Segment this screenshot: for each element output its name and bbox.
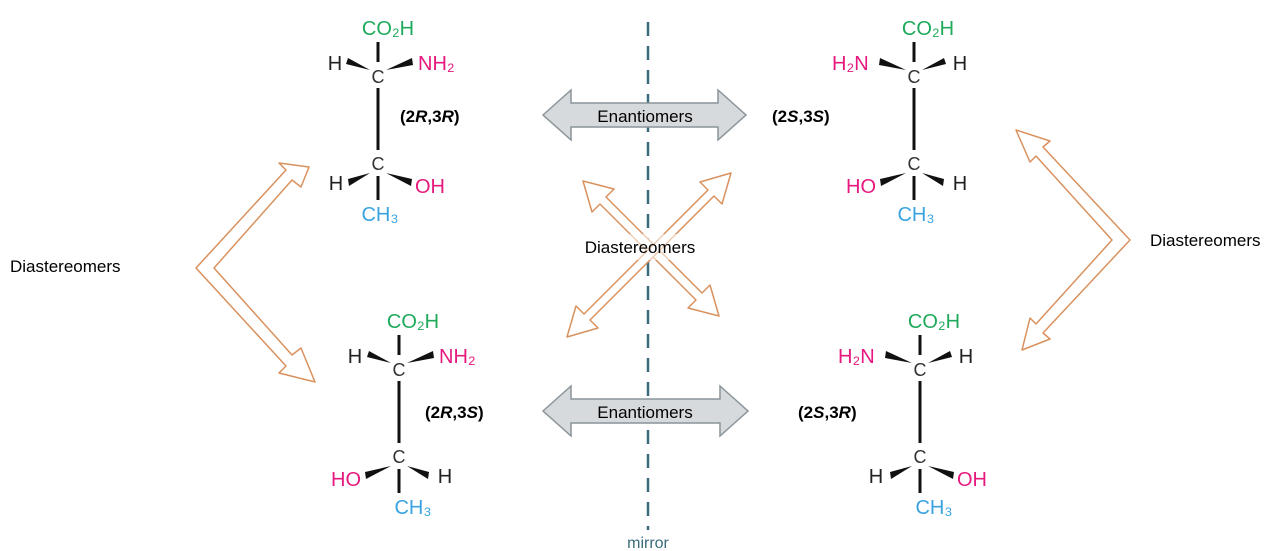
config-2S3R: (2S,3R) bbox=[798, 403, 857, 422]
enantiomer-arrow-bottom bbox=[541, 384, 750, 438]
wedge-bond-h-c3 bbox=[348, 173, 370, 186]
hydrogen-c2: H bbox=[959, 346, 973, 368]
carbon-c2: C bbox=[908, 67, 921, 87]
hydrogen-c3: H bbox=[953, 173, 967, 195]
molecule-2S3R: CO₂H C H₂N H C H OH CH₃ bbox=[838, 311, 987, 519]
wedge-bond-h-c2 bbox=[928, 351, 952, 363]
molecule-2R3R: CO₂H C H NH₂ C H OH CH₃ bbox=[328, 18, 455, 226]
hydrogen-c3: H bbox=[869, 466, 883, 488]
hydroxyl-group: OH bbox=[415, 176, 445, 198]
carbon-c3: C bbox=[914, 447, 927, 467]
carboxyl-group: CO₂H bbox=[902, 18, 954, 40]
carbon-c3: C bbox=[908, 154, 921, 174]
carboxyl-group: CO₂H bbox=[362, 18, 414, 40]
wedge-bond-oh bbox=[928, 466, 954, 479]
methyl-group: CH₃ bbox=[394, 497, 431, 519]
diastereomer-label-center: Diastereomers bbox=[585, 238, 696, 257]
diastereomer-label-left: Diastereomers bbox=[10, 257, 121, 276]
wedge-bond-h-c3 bbox=[890, 466, 912, 479]
wedge-bond-h-c3 bbox=[922, 173, 944, 186]
carbon-c3: C bbox=[372, 154, 385, 174]
hydrogen-c3: H bbox=[329, 173, 343, 195]
hydroxyl-group: HO bbox=[846, 176, 876, 198]
hydrogen-c2: H bbox=[953, 53, 967, 75]
wedge-bond-h-c2 bbox=[367, 351, 391, 363]
carbon-c2: C bbox=[914, 360, 927, 380]
wedge-bond-oh bbox=[365, 466, 391, 479]
diastereomer-cross-arrows bbox=[566, 172, 732, 338]
molecule-2R3S: CO₂H C H NH₂ C HO H CH₃ bbox=[331, 311, 476, 519]
wedge-bond-oh bbox=[880, 173, 906, 186]
amino-group: NH₂ bbox=[439, 346, 476, 368]
hydrogen-c2: H bbox=[328, 53, 342, 75]
carboxyl-group: CO₂H bbox=[908, 311, 960, 333]
wedge-bond-nh2 bbox=[386, 58, 413, 70]
diastereomer-arrow-right bbox=[1015, 129, 1131, 351]
molecule-2S3S: CO₂H C H₂N H C HO H CH₃ bbox=[832, 18, 967, 226]
hydrogen-c3: H bbox=[438, 466, 452, 488]
methyl-group: CH₃ bbox=[915, 497, 952, 519]
amino-group: H₂N bbox=[832, 53, 869, 75]
hydroxyl-group: OH bbox=[957, 469, 987, 491]
wedge-bond-h-c2 bbox=[346, 58, 370, 70]
carbon-c2: C bbox=[393, 360, 406, 380]
wedge-bond-nh2 bbox=[407, 351, 434, 363]
enantiomer-label-bottom: Enantiomers bbox=[597, 403, 692, 422]
config-2R3R: (2R,3R) bbox=[400, 107, 460, 126]
hydroxyl-group: HO bbox=[331, 469, 361, 491]
wedge-bond-nh2 bbox=[879, 58, 906, 70]
diastereomer-label-right: Diastereomers bbox=[1150, 231, 1261, 250]
amino-group: NH₂ bbox=[418, 53, 455, 75]
methyl-group: CH₃ bbox=[361, 204, 398, 226]
center-label-backdrop bbox=[570, 234, 710, 260]
wedge-bond-oh bbox=[386, 173, 412, 186]
wedge-bond-h-c3 bbox=[407, 466, 429, 479]
config-2S3S: (2S,3S) bbox=[772, 107, 830, 126]
hydrogen-c2: H bbox=[348, 346, 362, 368]
diastereomer-arrow-left bbox=[195, 162, 316, 383]
enantiomer-arrow-top bbox=[541, 88, 748, 142]
carbon-c2: C bbox=[372, 67, 385, 87]
amino-group: H₂N bbox=[838, 346, 875, 368]
carboxyl-group: CO₂H bbox=[387, 311, 439, 333]
mirror-label: mirror bbox=[627, 535, 669, 551]
enantiomer-label-top: Enantiomers bbox=[597, 107, 692, 126]
wedge-bond-h-c2 bbox=[922, 58, 946, 70]
carbon-c3: C bbox=[393, 447, 406, 467]
config-2R3S: (2R,3S) bbox=[425, 403, 484, 422]
wedge-bond-nh2 bbox=[885, 351, 912, 363]
methyl-group: CH₃ bbox=[897, 204, 934, 226]
